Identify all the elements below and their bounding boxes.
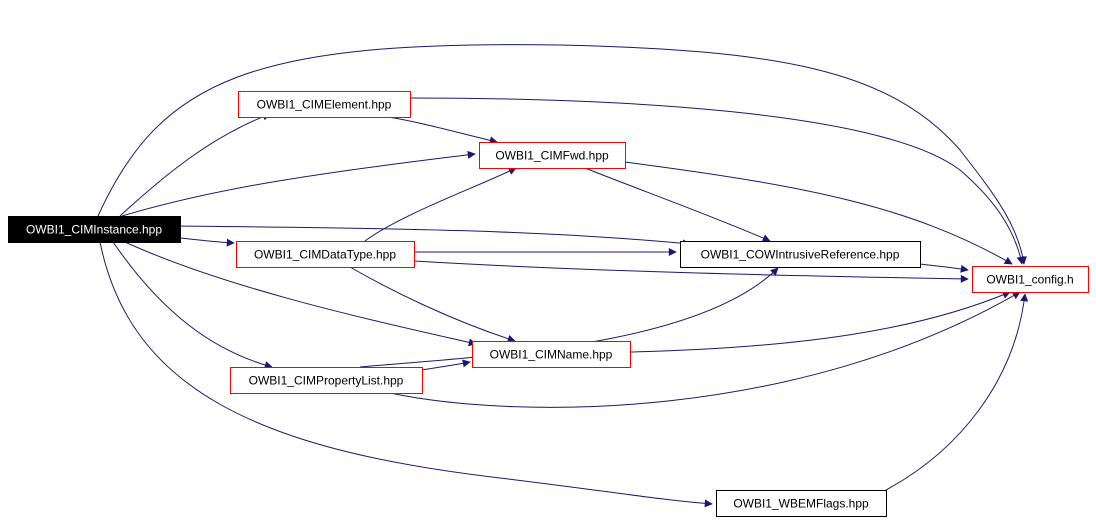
node-label: OWBI1_CIMDataType.hpp (254, 248, 396, 262)
node-cim-element[interactable]: OWBI1_CIMElement.hpp (238, 91, 411, 118)
edge-cim-datatype-to-cim-name (349, 266, 516, 343)
edge-cim-fwd-to-config-h (624, 161, 1013, 265)
node-box (716, 490, 887, 517)
edge-layer (97, 44, 1029, 508)
node-label: OWBI1_CIMFwd.hpp (495, 149, 609, 163)
node-box (238, 91, 411, 118)
node-box (236, 241, 415, 268)
edge-cim-instance-to-wbem-flags (99, 241, 713, 508)
node-box (8, 216, 181, 243)
node-layer: OWBI1_CIMInstance.hpp OWBI1_CIMElement.hp… (8, 91, 1089, 517)
node-label: OWBI1_config.h (986, 273, 1073, 287)
node-label: OWBI1_CIMPropertyList.hpp (249, 374, 404, 388)
edge-cim-instance-to-cim-element (119, 112, 271, 217)
edge-cim-propertylist-to-config-h (389, 291, 1021, 408)
node-label: OWBI1_CIMName.hpp (490, 348, 613, 362)
node-label: OWBI1_CIMInstance.hpp (26, 223, 162, 237)
node-box (230, 367, 423, 394)
node-cim-name[interactable]: OWBI1_CIMName.hpp (472, 341, 631, 368)
node-cim-fwd[interactable]: OWBI1_CIMFwd.hpp (479, 142, 626, 169)
edge-cim-name-to-config-h (629, 291, 1011, 353)
node-box (479, 142, 626, 169)
edge-cim-instance-to-cim-fwd (121, 150, 476, 217)
edge-cim-instance-to-config-h (97, 44, 1027, 265)
node-wbem-flags[interactable]: OWBI1_WBEMFlags.hpp (716, 490, 887, 517)
node-label: OWBI1_WBEMFlags.hpp (733, 497, 869, 511)
edge-wbem-flags-to-config-h (885, 293, 1029, 491)
node-box (972, 266, 1089, 293)
node-cim-instance: OWBI1_CIMInstance.hpp (8, 216, 181, 243)
node-label: OWBI1_CIMElement.hpp (257, 98, 392, 112)
edge-cim-element-to-cim-fwd (387, 116, 498, 145)
node-config-h[interactable]: OWBI1_config.h (972, 266, 1089, 293)
node-cim-datatype[interactable]: OWBI1_CIMDataType.hpp (236, 241, 415, 268)
edge-cim-datatype-to-cim-fwd (364, 167, 517, 242)
edge-cim-element-to-config-h (409, 97, 1025, 265)
node-label: OWBI1_COWIntrusiveReference.hpp (701, 248, 900, 262)
edge-cim-datatype-to-config-h (413, 260, 969, 283)
node-box (680, 241, 921, 268)
node-cow-intrusive[interactable]: OWBI1_COWIntrusiveReference.hpp (680, 241, 921, 268)
edge-cow-intrusive-to-config-h (919, 263, 969, 273)
edge-cim-propertylist-to-cim-name (421, 359, 471, 371)
node-box (472, 341, 631, 368)
edge-cim-instance-to-cim-datatype (179, 237, 235, 247)
edge-cim-instance-to-cim-propertylist (112, 241, 273, 369)
edge-cim-fwd-to-cow-intrusive (584, 167, 771, 242)
edge-cim-instance-to-cim-name (124, 241, 477, 347)
edge-cim-instance-to-cow-intrusive (179, 225, 691, 248)
node-cim-propertylist[interactable]: OWBI1_CIMPropertyList.hpp (230, 367, 423, 394)
